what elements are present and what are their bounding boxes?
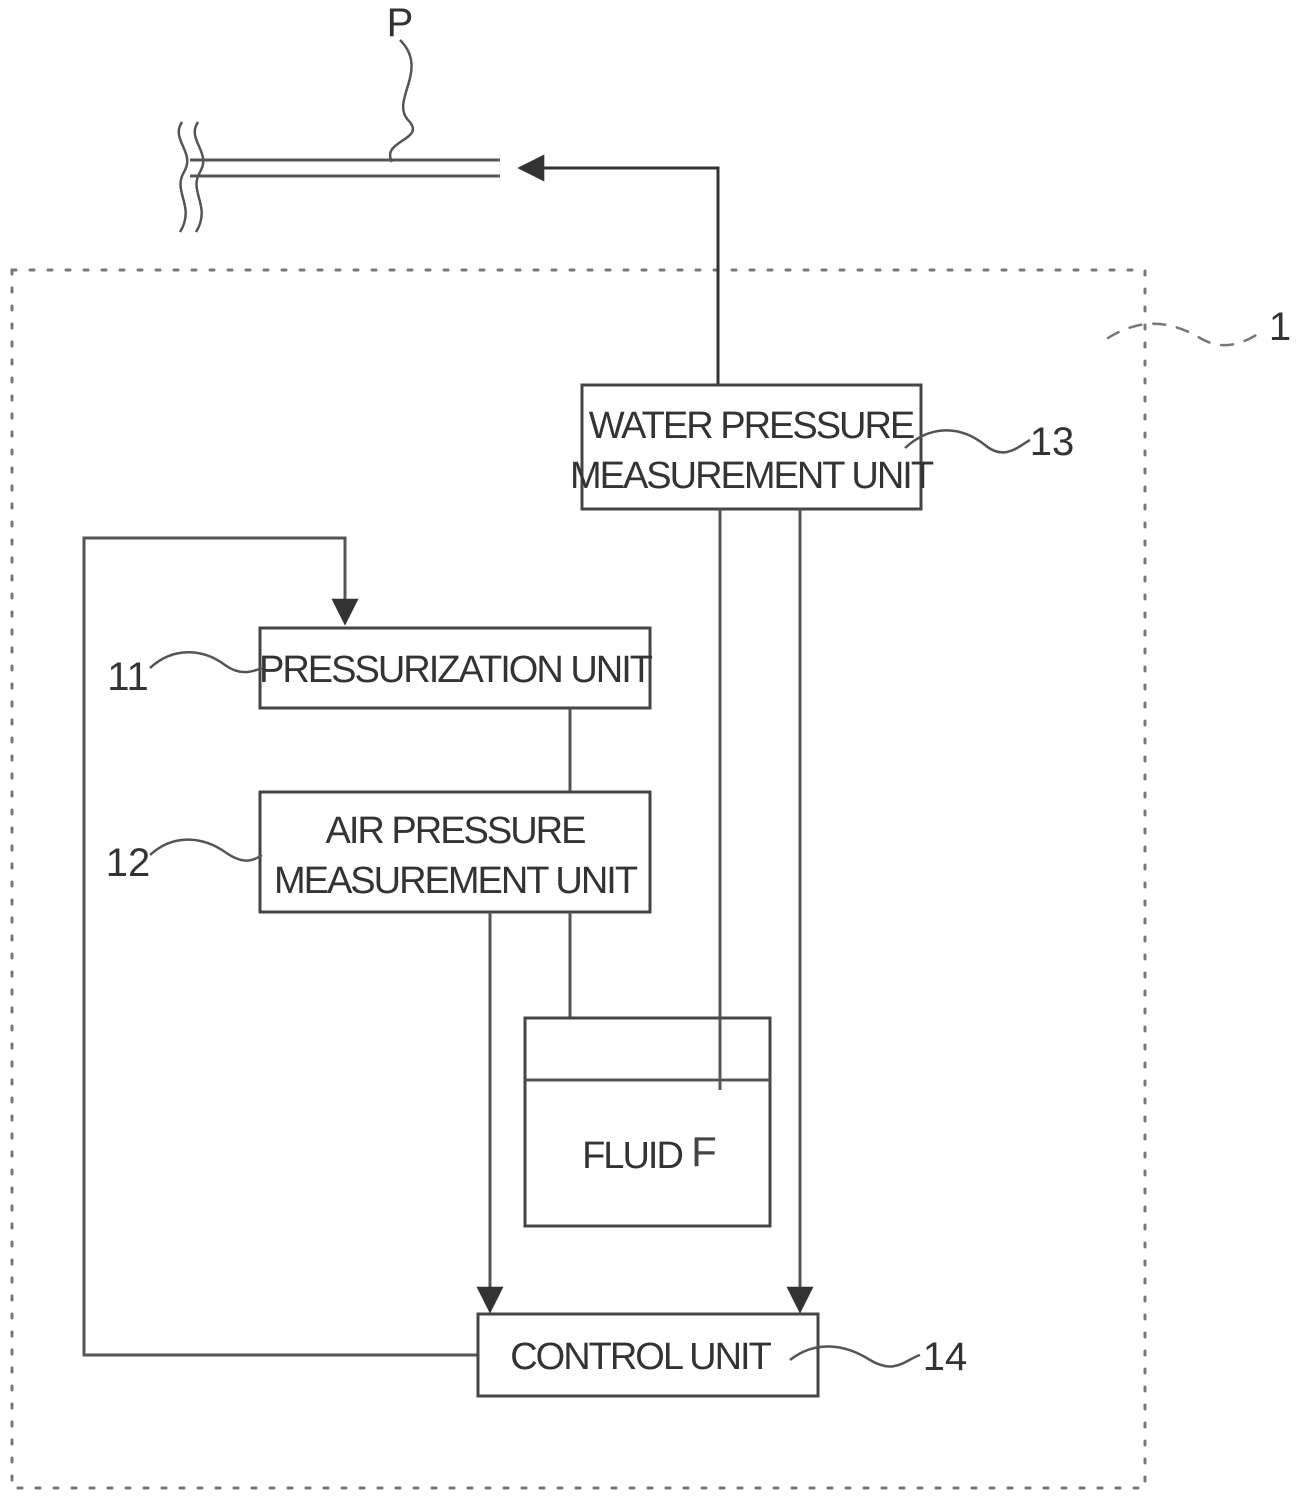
svg-text:MEASUREMENT UNIT: MEASUREMENT UNIT [570,455,934,497]
air-ref-leader [150,840,262,861]
water-pressure-measurement-unit: WATER PRESSURE MEASUREMENT UNIT [570,385,934,509]
control-ref: 14 [923,1335,968,1379]
pressurization-ref-leader [150,652,262,672]
air-ref: 12 [106,841,151,885]
water-to-pipe-line [520,168,718,385]
svg-text:FLUID: FLUID [582,1135,682,1177]
fluid-tank: FLUID F [525,1018,770,1226]
svg-text:PRESSURIZATION UNIT: PRESSURIZATION UNIT [259,649,653,691]
svg-text:MEASUREMENT UNIT: MEASUREMENT UNIT [274,860,638,902]
system-ref-label: 1 [1269,305,1291,349]
air-pressure-measurement-unit: AIR PRESSURE MEASUREMENT UNIT [260,792,650,912]
pipe-label-leader [390,40,413,162]
svg-text:WATER PRESSURE: WATER PRESSURE [589,405,914,447]
svg-text:AIR PRESSURE: AIR PRESSURE [326,810,586,852]
svg-text:CONTROL UNIT: CONTROL UNIT [510,1336,771,1378]
pressurization-unit: PRESSURIZATION UNIT [259,628,653,708]
pipe-label: P [387,1,414,45]
svg-text:F: F [691,1128,717,1175]
water-unit-ref-leader [905,430,1030,452]
pipe-p [179,122,500,232]
water-unit-ref: 13 [1030,420,1075,464]
control-unit: CONTROL UNIT [478,1314,818,1396]
system-ref-leader [1108,324,1265,345]
pressurization-ref: 11 [107,655,149,699]
